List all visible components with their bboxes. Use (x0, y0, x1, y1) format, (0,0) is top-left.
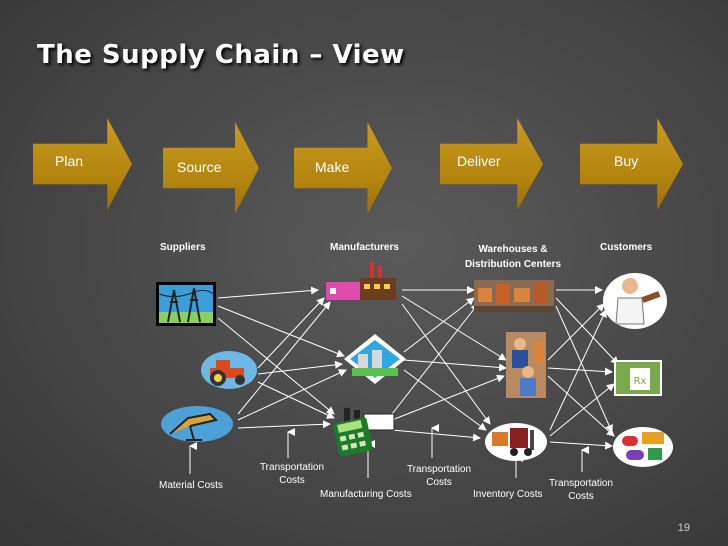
cost-label-transportation-3-line1: Transportation (548, 478, 614, 489)
column-header-suppliers: Suppliers (160, 242, 206, 253)
connector-line (391, 303, 479, 415)
cost-label-transportation-2-line1: Transportation (406, 464, 472, 475)
column-header-warehouses-line1: Warehouses & (478, 244, 548, 255)
stage-label-make: Make (315, 159, 350, 175)
connector-line (549, 309, 607, 431)
cost-label-transportation-3: Transportation Costs (539, 477, 623, 503)
connector-line (391, 429, 481, 442)
power-plant-icon (344, 334, 406, 384)
svg-text:Rx: Rx (634, 376, 647, 387)
connector-line (217, 305, 345, 358)
cost-label-material: Material Costs (159, 480, 223, 491)
connector-line (549, 383, 615, 437)
connector-line (237, 301, 331, 415)
cost-label-transportation-3-line2: Costs (568, 491, 594, 502)
column-header-warehouses-line2: Distribution Centers (464, 259, 562, 270)
workers-icon (506, 332, 546, 398)
stage-label-deliver: Deliver (457, 153, 501, 169)
connector-line (401, 303, 491, 425)
connector-line (257, 381, 335, 419)
connector-line (257, 360, 343, 375)
cost-label-inventory: Inventory Costs (473, 489, 543, 500)
connector-line (547, 375, 615, 437)
connector-line (237, 369, 347, 421)
connector-line (555, 297, 619, 365)
warehouse-boxes-icon (474, 280, 554, 312)
connector-line (403, 369, 487, 431)
column-header-customers: Customers (600, 242, 653, 253)
forklift-icon (485, 423, 547, 461)
stage-label-buy: Buy (614, 153, 639, 169)
tractor-icon (201, 351, 257, 389)
calculator-factory-icon (334, 408, 395, 456)
connector-line (403, 359, 507, 372)
connector-line (237, 420, 331, 429)
slide-title: The Supply Chain – View (37, 40, 405, 70)
connector-line (547, 303, 605, 361)
cost-label-transportation-2-line2: Costs (426, 477, 452, 488)
pills-icon (613, 427, 673, 467)
oil-pump-icon (161, 406, 233, 442)
power-lines-icon (156, 282, 216, 326)
rx-bottle-icon: Rx (614, 360, 662, 396)
connector-line (257, 297, 325, 369)
cost-label-transportation-1-line1: Transportation (259, 462, 325, 473)
connector-line (555, 305, 613, 433)
pharmacist-icon (603, 273, 667, 329)
connector-line (391, 374, 505, 421)
stage-label-plan: Plan (55, 153, 84, 169)
connector-line (217, 286, 319, 299)
stage-label-source: Source (177, 159, 222, 175)
connector-line (547, 367, 613, 376)
cost-label-transportation-1-line2: Costs (279, 475, 305, 486)
column-header-warehouses: Warehouses & Distribution Centers (452, 242, 574, 272)
cost-label-manufacturing: Manufacturing Costs (320, 489, 412, 500)
cost-label-transportation-1: Transportation Costs (250, 461, 334, 487)
factory-icon (326, 262, 396, 300)
connector-line (217, 317, 335, 415)
column-header-manufacturers: Manufacturers (330, 242, 399, 253)
page-number: 19 (677, 522, 690, 534)
connector-line (403, 297, 475, 353)
cost-label-transportation-2: Transportation Costs (397, 463, 481, 489)
connector-line (401, 295, 507, 361)
connector-line (549, 441, 613, 450)
